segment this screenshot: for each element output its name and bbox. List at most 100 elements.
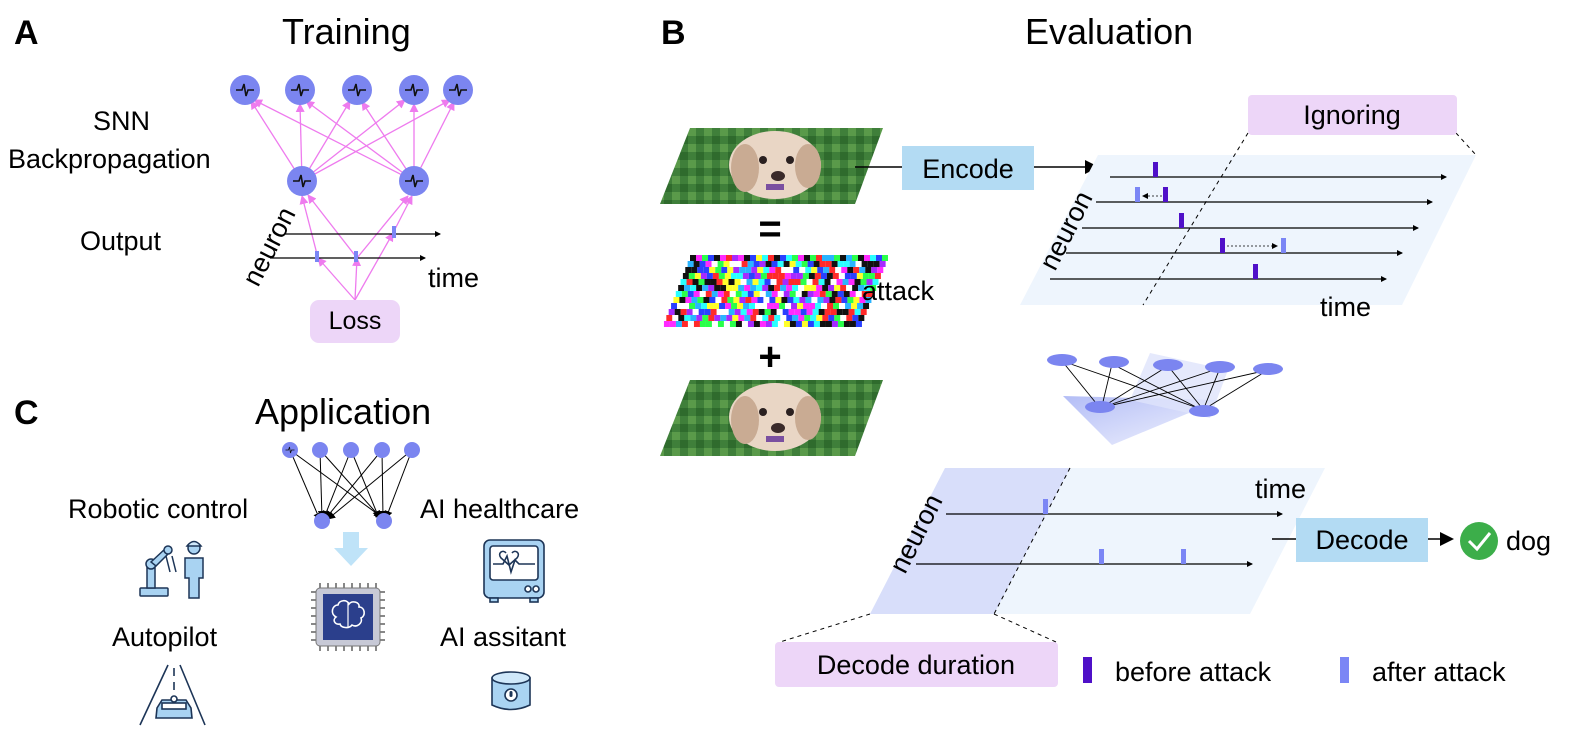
noise-pixel: [855, 291, 862, 297]
noise-pixel: [799, 297, 806, 303]
noise-pixel: [735, 321, 742, 327]
noise-pixel: [770, 279, 777, 285]
noise-pixel: [810, 255, 816, 261]
noise-pixel: [711, 321, 718, 327]
noise-pixel: [816, 285, 823, 291]
noise-pixel: [704, 279, 711, 285]
noise-pixel: [774, 255, 780, 261]
noise-pixel: [843, 291, 850, 297]
noise-pixel: [681, 321, 688, 327]
loss-edge: [299, 195, 319, 259]
noise-pixel: [702, 255, 708, 261]
noise-pixel: [816, 255, 822, 261]
noise-pixel: [738, 315, 745, 321]
result-label: dog: [1506, 526, 1551, 556]
noise-pixel: [764, 309, 771, 315]
noise-pixel: [831, 261, 838, 267]
noise-pixel: [806, 279, 813, 285]
noise-pixel: [775, 297, 782, 303]
noise-pixel: [710, 279, 717, 285]
noise-pixel: [777, 291, 784, 297]
noise-pixel: [788, 309, 795, 315]
noise-pixel: [825, 321, 832, 327]
noise-pixel: [691, 267, 698, 273]
noise-pixel: [746, 309, 753, 315]
loss-edge: [352, 257, 362, 301]
noise-pixel: [705, 321, 712, 327]
noise-pixel: [817, 267, 824, 273]
noise-pixel: [861, 291, 868, 297]
noise-pixel: [824, 309, 831, 315]
noise-pixel: [727, 267, 734, 273]
noise-pixel: [683, 303, 690, 309]
noise-pixel: [871, 267, 878, 273]
noise-pixel: [806, 309, 813, 315]
noise-pixel: [710, 309, 717, 315]
noise-pixel: [812, 279, 819, 285]
noise-pixel: [800, 279, 807, 285]
noise-pixel: [750, 255, 756, 261]
noise-pixel: [834, 315, 841, 321]
noise-pixel: [717, 261, 724, 267]
noise-pixel: [795, 321, 802, 327]
loss-edge: [307, 194, 358, 259]
noise-pixel: [678, 285, 685, 291]
noise-pixel: [687, 291, 694, 297]
noise-pixel: [854, 279, 861, 285]
loss-edge: [317, 257, 356, 301]
noise-pixel: [759, 261, 766, 267]
noise-pixel: [870, 285, 877, 291]
noise-pixel: [783, 291, 790, 297]
noise-pixel: [786, 255, 792, 261]
noise-pixel: [720, 285, 727, 291]
noise-pixel: [843, 321, 850, 327]
noise-pixel: [708, 255, 714, 261]
noise-pixel: [784, 273, 791, 279]
noise-pixel: [672, 315, 679, 321]
noise-pixel: [852, 315, 859, 321]
noise-pixel: [711, 291, 718, 297]
noise-pixel: [714, 285, 721, 291]
noise-pixel: [834, 285, 841, 291]
noise-pixel: [800, 309, 807, 315]
noise-pixel: [852, 285, 859, 291]
noise-pixel: [865, 267, 872, 273]
noise-pixel: [876, 255, 882, 261]
noise-pixel: [740, 279, 747, 285]
noise-pixel: [724, 273, 731, 279]
noise-pixel: [729, 291, 736, 297]
noise-pixel: [818, 309, 825, 315]
time-axis-top: time: [1320, 292, 1371, 322]
backprop-edge: [301, 99, 451, 182]
loss-box: [310, 300, 400, 343]
noise-pixel: [685, 267, 692, 273]
noise-pixel: [666, 315, 673, 321]
noise-pixel: [774, 285, 781, 291]
ignoring-box: [1248, 95, 1457, 135]
noise-pixel: [700, 273, 707, 279]
panel-b-letter: B: [661, 14, 686, 52]
noise-pixel: [864, 285, 871, 291]
noise-pixel: [703, 297, 710, 303]
noise-pixel: [859, 267, 866, 273]
noise-pixel: [762, 285, 769, 291]
spike-mark: [354, 251, 358, 262]
noise-pixel: [756, 315, 763, 321]
noise-pixel: [768, 315, 775, 321]
noise-pixel: [857, 303, 864, 309]
neuron: [1047, 354, 1077, 366]
spike-mark: [315, 251, 319, 262]
noise-pixel: [807, 261, 814, 267]
noise-pixel: [879, 261, 886, 267]
noise-pixel: [709, 267, 716, 273]
noise-pixel: [810, 315, 817, 321]
noise-pixel: [730, 273, 737, 279]
noise-pixel: [868, 273, 875, 279]
noise-pixel: [678, 315, 685, 321]
noise-pixel: [739, 267, 746, 273]
noise-pixel: [717, 321, 724, 327]
neuron: [376, 513, 392, 529]
noise-pixel: [736, 273, 743, 279]
noise-pixel: [858, 315, 865, 321]
noise-pixel: [853, 297, 860, 303]
